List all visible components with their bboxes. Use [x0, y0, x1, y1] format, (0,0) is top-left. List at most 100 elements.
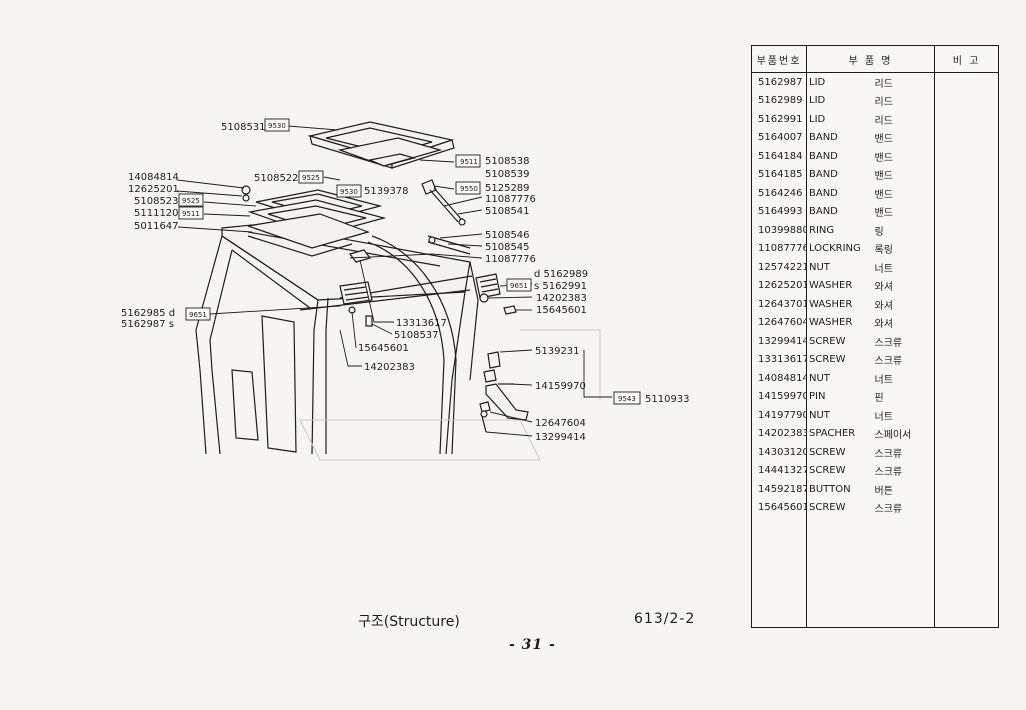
leader-lines — [176, 125, 612, 437]
callout-tag: 9543 — [618, 395, 636, 403]
callout-label: 11087776 — [485, 254, 536, 265]
callout-tag: 9511 — [460, 158, 478, 166]
part-name-en-cell: LID — [809, 113, 826, 125]
callout-tag: 9525 — [302, 174, 320, 182]
callout-tag: 9651 — [510, 282, 528, 290]
callout-label: 5108541 — [485, 206, 530, 217]
callout-tag: 9525 — [182, 197, 200, 205]
part-name-en-cell: BUTTON — [809, 483, 851, 495]
remarks-cell — [935, 351, 999, 370]
callout-label: 5011647 — [134, 221, 179, 232]
part-name-kr-cell: 리드 — [870, 72, 935, 92]
part-name-kr-cell: 리드 — [870, 91, 935, 110]
frame-layers-drawing — [247, 189, 387, 257]
part-number-cell: 14197790 — [751, 406, 807, 425]
header-part-name: 부 품 명 — [806, 45, 935, 73]
remarks-cell — [935, 406, 999, 425]
part-name-en-cell: WASHER — [809, 298, 853, 310]
callout-label: 12647604 — [535, 418, 586, 429]
part-name-en-cell: NUT — [809, 372, 830, 384]
callout-label: 12625201 — [128, 184, 179, 195]
part-name-en-cell: SCREW — [809, 502, 846, 514]
part-name-kr-cell: 너트 — [870, 406, 935, 425]
remarks-cell — [935, 480, 999, 499]
remarks-cell — [935, 277, 999, 296]
callout-label: 5139378 — [364, 186, 409, 197]
callout-label: 5108522 — [254, 173, 299, 184]
part-number-cell: 11087776 — [751, 239, 807, 258]
part-name-en-cell: BAND — [809, 150, 838, 162]
callout-label: 14084814 — [128, 172, 179, 183]
callout-label: 5108539 — [485, 169, 530, 180]
part-number-cell: 12574221 — [751, 258, 807, 277]
part-number-cell: 12643701 — [751, 295, 807, 314]
header-remarks: 비 고 — [934, 45, 999, 73]
part-number-cell: 14202383 — [751, 424, 807, 443]
callout-label: 5108538 — [485, 156, 530, 167]
remarks-cell — [935, 184, 999, 203]
remarks-cell — [935, 388, 999, 407]
cab-frame-drawing — [195, 223, 601, 461]
part-number-cell: 14303120 — [751, 443, 807, 462]
part-name-en-cell: WASHER — [809, 317, 853, 329]
part-number-cell: 5164007 — [751, 128, 807, 147]
part-number-cell: 14592187 — [751, 480, 807, 499]
remarks-cell — [935, 221, 999, 240]
callout-label: 5139231 — [535, 346, 580, 357]
callout-label: 5111120 — [134, 208, 179, 219]
remarks-cell — [935, 73, 999, 92]
callout-tag: 9530 — [268, 122, 286, 130]
part-name-kr-cell: 록링 — [870, 239, 935, 258]
part-number-cell: 5162987 — [751, 72, 807, 92]
callout-tag: 9530 — [340, 188, 358, 196]
part-number-cell: 5164184 — [751, 147, 807, 166]
remarks-cell — [935, 110, 999, 129]
part-number-cell: 5164185 — [751, 165, 807, 184]
part-name-kr-cell: 버튼 — [870, 480, 935, 499]
callout-label: 5162987 s — [121, 319, 174, 330]
remarks-cell — [935, 147, 999, 166]
part-number-cell: 15645601 — [751, 498, 807, 517]
callout-label: 11087776 — [485, 194, 536, 205]
empty-cell — [870, 517, 935, 628]
callout-label: 14202383 — [364, 362, 415, 373]
part-name-kr-cell: 와셔 — [870, 313, 935, 332]
remarks-cell — [935, 369, 999, 388]
part-name-kr-cell: 스페이서 — [870, 424, 935, 443]
table-empty-space — [751, 517, 999, 628]
part-number-cell: 13313617 — [751, 350, 807, 369]
part-number-cell: 5162989 — [751, 91, 807, 110]
callout-label: 5110933 — [645, 394, 690, 405]
table-header-row: 부품번호 부 품 명 비 고 — [751, 45, 999, 73]
callout-label: 13313617 — [396, 318, 447, 329]
remarks-cell — [935, 462, 999, 481]
callout-tag: 9550 — [460, 185, 478, 193]
callout-label: 15645601 — [536, 305, 587, 316]
part-name-kr-cell: 와셔 — [870, 295, 935, 314]
part-name-kr-cell: 스크류 — [870, 350, 935, 369]
part-name-kr-cell: 핀 — [870, 387, 935, 406]
part-name-kr-cell: 너트 — [870, 369, 935, 388]
remarks-cell — [935, 425, 999, 444]
part-name-en-cell: BAND — [809, 169, 838, 181]
part-name-kr-cell: 스크류 — [870, 461, 935, 480]
part-name-en-cell: RING — [809, 224, 835, 236]
callout-label: 5108537 — [394, 330, 439, 341]
callout-label: 5108523 — [134, 196, 179, 207]
